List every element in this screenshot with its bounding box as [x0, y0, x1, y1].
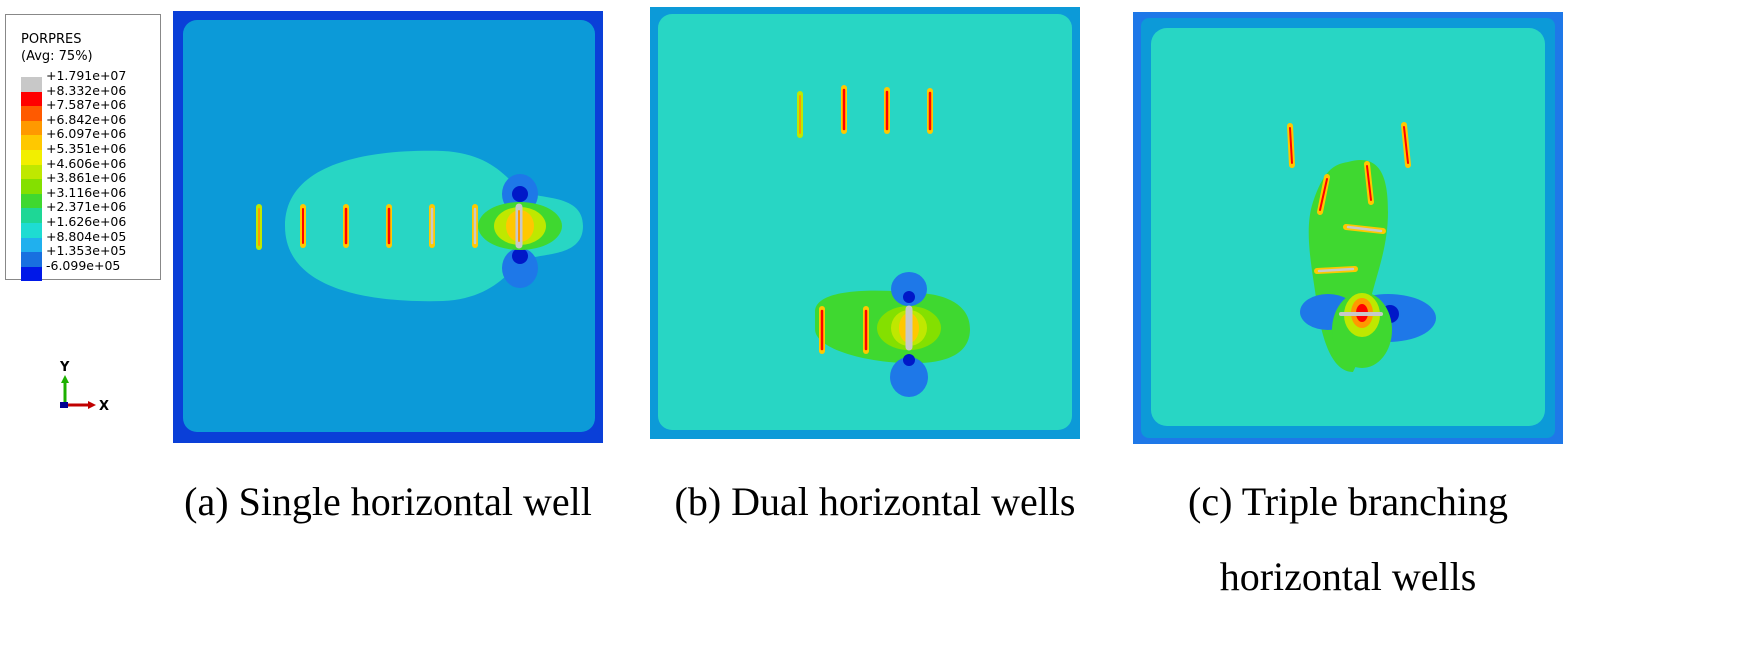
axis-x-label: X: [99, 399, 109, 414]
caption-b: (b) Dual horizontal wells: [674, 479, 1076, 524]
legend-swatch: [21, 149, 42, 165]
legend-value: +8.804e+05: [46, 228, 127, 244]
axis-y-label: Y: [59, 360, 70, 375]
legend-swatch: [21, 77, 42, 92]
legend-value: +1.353e+05: [46, 243, 127, 259]
legend-value: +5.351e+06: [46, 140, 127, 156]
legend-title: PORPRES: [21, 32, 82, 47]
legend-swatch: [21, 164, 42, 180]
legend-swatch: [21, 135, 42, 150]
legend-subtitle: (Avg: 75%): [21, 49, 93, 64]
caption-c-line1: (c) Triple branching: [1188, 479, 1508, 524]
legend-value: +6.097e+06: [46, 126, 127, 142]
legend-value: -6.099e+05: [46, 257, 121, 273]
legend-value: +3.116e+06: [46, 184, 127, 200]
legend-value: +8.332e+06: [46, 82, 127, 98]
legend-value: +4.606e+06: [46, 155, 127, 171]
legend-value: +2.371e+06: [46, 199, 127, 215]
caption-a: (a) Single horizontal well: [184, 479, 592, 524]
legend-swatch: [21, 237, 42, 253]
legend-value: +1.626e+06: [46, 213, 127, 229]
legend-swatch: [21, 266, 42, 282]
legend-swatch: [21, 179, 42, 194]
legend-value: +7.587e+06: [46, 97, 127, 113]
legend-swatch: [21, 208, 42, 223]
legend-swatch: [21, 106, 42, 121]
legend: PORPRES (Avg: 75%) +1.791e+07+8.332e+06+…: [5, 14, 161, 282]
caption-c-line2: horizontal wells: [1219, 554, 1477, 599]
legend-swatch: [21, 120, 42, 136]
legend-value: +3.861e+06: [46, 170, 127, 186]
legend-swatch: [21, 91, 42, 107]
legend-swatch: [21, 252, 42, 267]
legend-value: +1.791e+07: [46, 68, 127, 83]
axis-triad: Y X Z: [50, 355, 130, 425]
legend-value: +6.842e+06: [46, 111, 127, 127]
panel-dual-wells: [650, 7, 1080, 439]
panel-single-well: [173, 11, 603, 443]
legend-swatches: [21, 77, 42, 282]
legend-swatch: [21, 222, 42, 238]
legend-swatch: [21, 193, 42, 209]
axis-z-label: Z: [54, 404, 61, 414]
legend-values: +1.791e+07+8.332e+06+7.587e+06+6.842e+06…: [46, 68, 127, 273]
panel-triple-branching: [1133, 12, 1563, 444]
